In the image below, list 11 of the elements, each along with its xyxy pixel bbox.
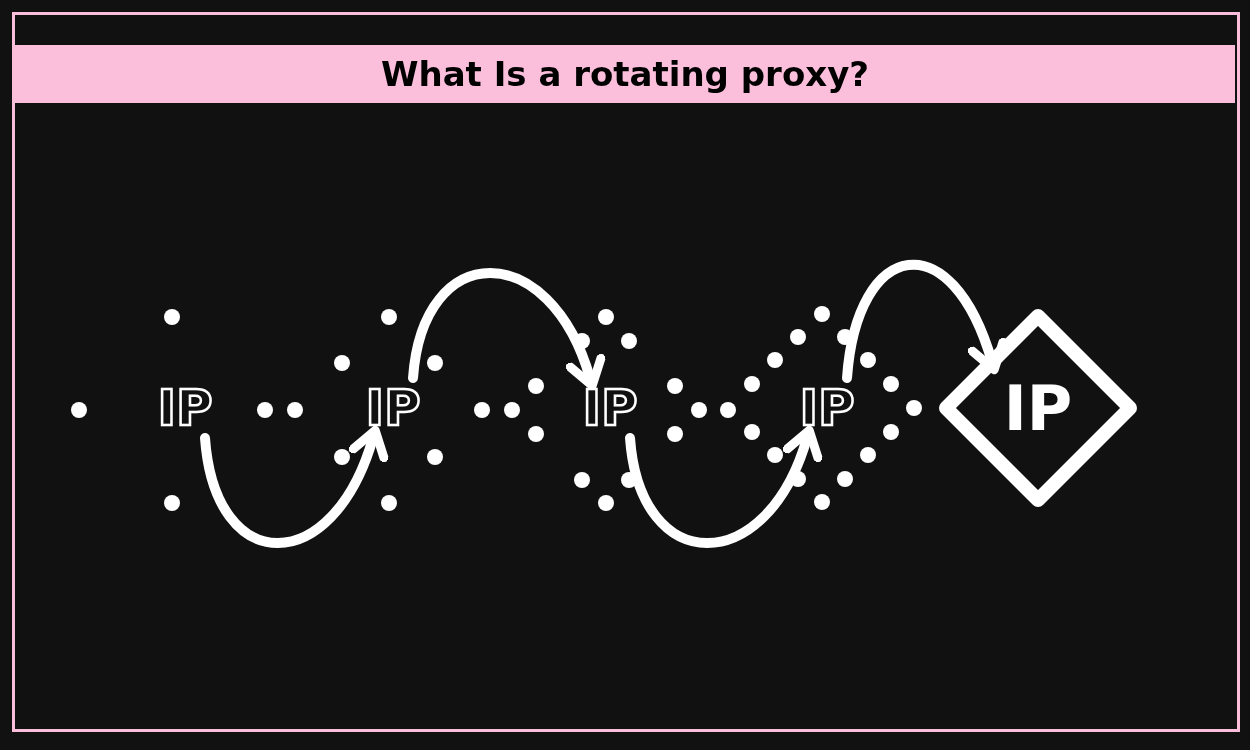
ip-label: IP xyxy=(1003,371,1073,445)
curved-arrow xyxy=(842,260,1007,383)
ip-label: IP xyxy=(799,379,855,437)
diamond-node xyxy=(938,308,1138,508)
title-banner: What Is a rotating proxy? xyxy=(15,45,1235,103)
ip-label: IP xyxy=(582,379,638,437)
curved-arrow xyxy=(625,426,822,548)
curved-arrow xyxy=(408,268,605,390)
ip-label: IP xyxy=(365,379,421,437)
ip-label: IP xyxy=(157,379,213,437)
curved-arrow xyxy=(200,425,388,548)
